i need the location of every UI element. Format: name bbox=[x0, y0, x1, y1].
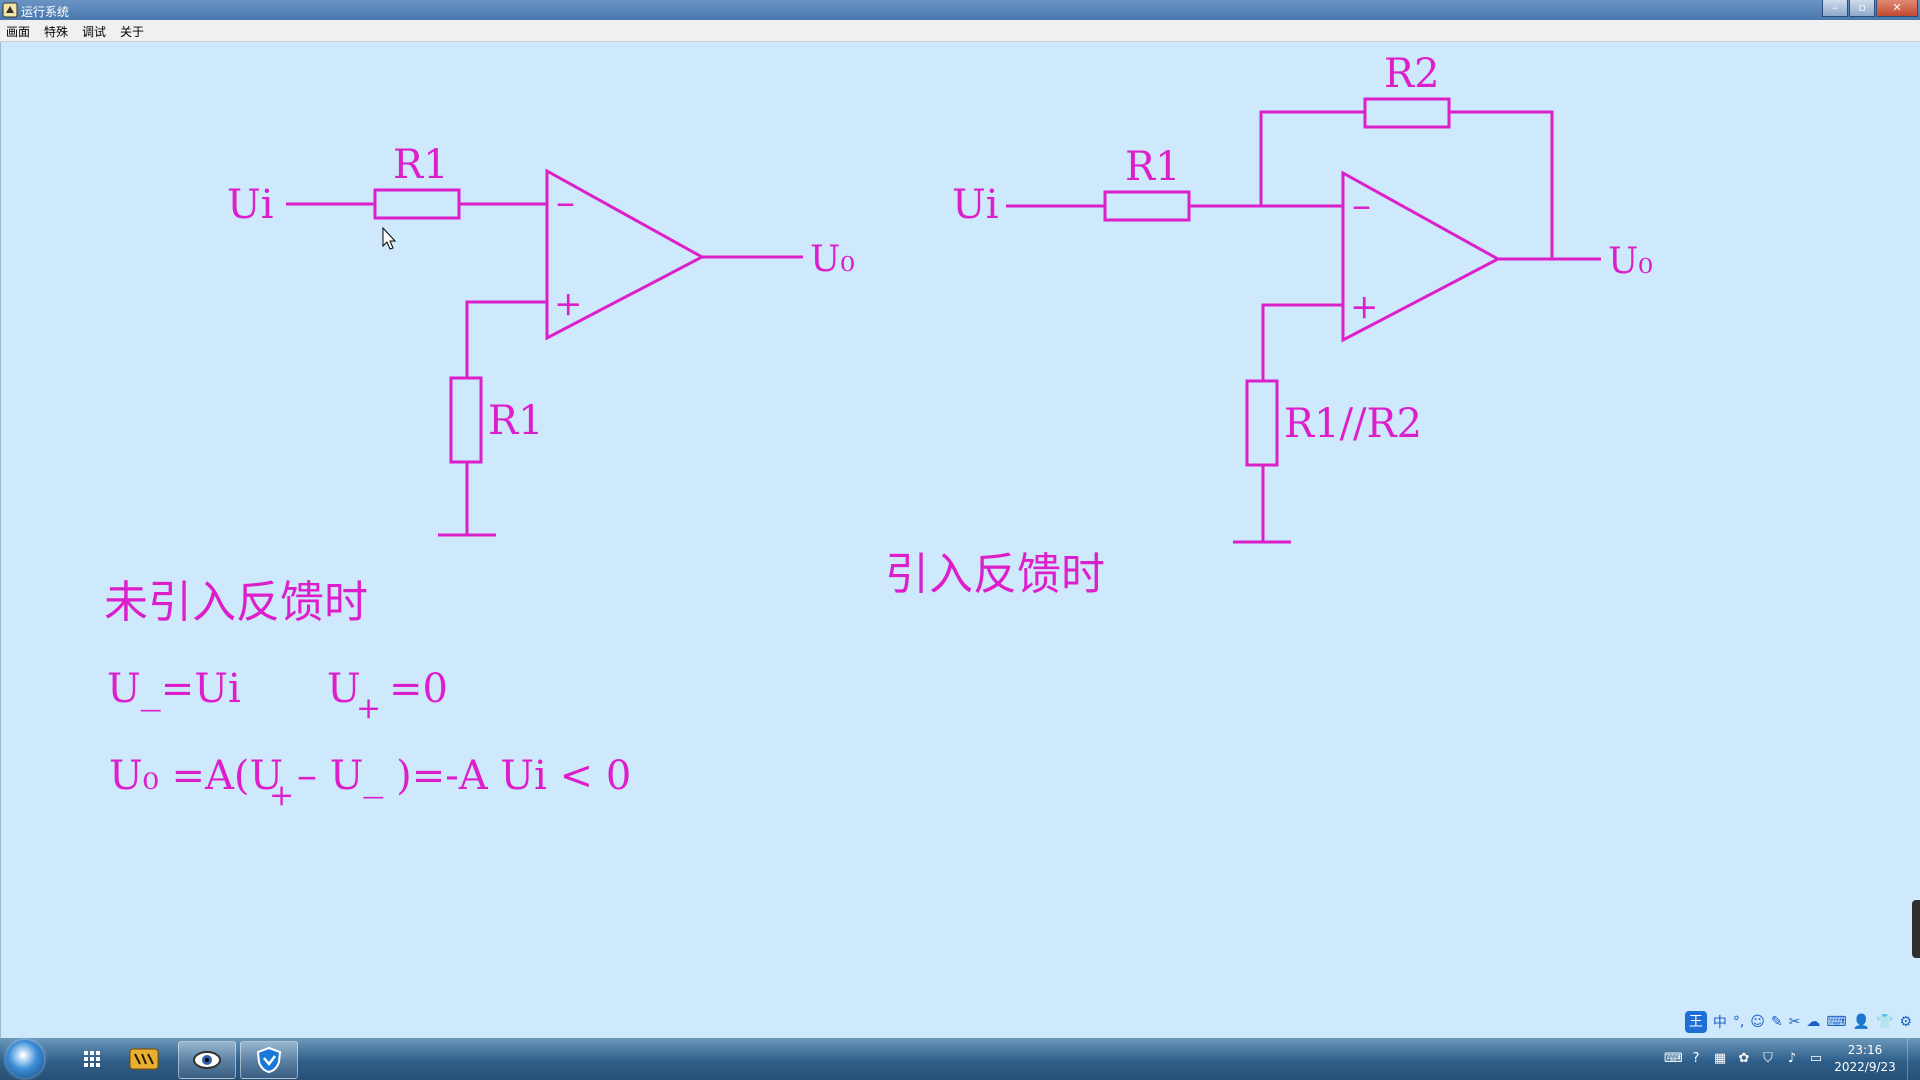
ime-chinese-mode-icon[interactable]: 中 bbox=[1712, 1015, 1727, 1031]
left-input-label: Ui bbox=[227, 182, 274, 228]
right-ground-resistor bbox=[1245, 379, 1279, 467]
left-input-resistor-label: R1 bbox=[393, 142, 449, 188]
ime-punctuation-icon[interactable]: °, bbox=[1732, 1014, 1745, 1030]
minimize-button[interactable]: – bbox=[1822, 0, 1848, 17]
left-ground-resistor bbox=[449, 376, 483, 464]
right-minus-sign: – bbox=[1352, 183, 1371, 227]
left-input-resistor bbox=[373, 188, 461, 220]
ime-wang-icon[interactable]: 王 bbox=[1684, 1011, 1707, 1033]
eye-app-icon bbox=[193, 1051, 221, 1069]
ime-settings-icon[interactable]: ⚙ bbox=[1899, 1014, 1912, 1030]
left-ground-resistor-label: R1 bbox=[488, 398, 544, 444]
tray-monitor-icon[interactable]: ▭ bbox=[1809, 1051, 1823, 1066]
tray-flower-icon[interactable]: ✿ bbox=[1738, 1051, 1750, 1066]
app-icon bbox=[2, 2, 18, 18]
right-opamp-triangle bbox=[1341, 170, 1502, 343]
no-feedback-heading: 未引入反馈时 bbox=[104, 577, 368, 628]
ime-toolbar: 王 中 °, ☺ ✎ ✂ ☁ ⌨ 👤 👕 ⚙ bbox=[1684, 1010, 1912, 1034]
left-plus-sign: + bbox=[554, 284, 583, 324]
clock-date: 2022/9/23 bbox=[1834, 1060, 1896, 1074]
right-input-resistor-label: R1 bbox=[1125, 144, 1181, 190]
taskbar-clock[interactable]: 23:16 2022/9/23 bbox=[1830, 1042, 1900, 1076]
window-controls: – ▫ ✕ bbox=[1821, 0, 1918, 18]
start-orb-icon[interactable] bbox=[6, 1040, 44, 1078]
equation-output-subscript: + bbox=[269, 778, 294, 813]
taskbar-app-tiger[interactable] bbox=[116, 1041, 172, 1077]
tray-network-icon[interactable]: ▦ bbox=[1713, 1051, 1727, 1066]
taskbar-app-shield[interactable] bbox=[240, 1041, 298, 1079]
right-feedback-resistor-label: R2 bbox=[1384, 51, 1440, 97]
right-feedback-right-wire bbox=[1449, 110, 1554, 259]
tray-volume-icon[interactable]: ♪ bbox=[1787, 1051, 1797, 1066]
equation-u-plus-subscript: + bbox=[356, 691, 381, 726]
menu-item-about[interactable]: 关于 bbox=[120, 25, 145, 39]
clock-time: 23:16 bbox=[1847, 1043, 1883, 1057]
equation-u-plus-rest: =0 bbox=[389, 666, 448, 712]
circuit-drawing: Ui R1 – + U₀ R1 Ui R1 R2 – + U₀ R1//R2 未… bbox=[104, 51, 1653, 813]
close-button[interactable]: ✕ bbox=[1876, 0, 1918, 17]
drawing-canvas: Ui R1 – + U₀ R1 Ui R1 R2 – + U₀ R1//R2 未… bbox=[0, 42, 1920, 1038]
mouse-cursor-icon bbox=[382, 226, 397, 250]
system-tray: ⌨ ? ▦ ✿ ⛉ ♪ ▭ bbox=[1664, 1038, 1920, 1080]
side-scroll-handle[interactable] bbox=[1912, 900, 1920, 958]
ime-handwrite-icon[interactable]: ✎ bbox=[1770, 1014, 1783, 1030]
equation-u-plus-main: U bbox=[327, 666, 361, 712]
taskbar-app-eye[interactable] bbox=[178, 1041, 236, 1079]
ime-skin-icon[interactable]: 👕 bbox=[1876, 1014, 1894, 1030]
show-desktop-button[interactable] bbox=[1907, 1038, 1920, 1080]
menu-item-debug[interactable]: 调试 bbox=[82, 25, 107, 39]
right-ground-resistor-label: R1//R2 bbox=[1284, 401, 1422, 447]
left-output-label: U₀ bbox=[810, 239, 855, 280]
right-input-resistor bbox=[1103, 190, 1191, 222]
right-feedback-resistor bbox=[1363, 97, 1451, 129]
tray-shield-icon[interactable]: ⛉ bbox=[1763, 1051, 1773, 1066]
ime-scissors-icon[interactable]: ✂ bbox=[1788, 1014, 1801, 1030]
shield-app-icon bbox=[256, 1046, 282, 1074]
with-feedback-heading: 引入反馈时 bbox=[885, 549, 1105, 600]
right-plus-wire bbox=[1261, 303, 1343, 381]
menu-item-screen[interactable]: 画面 bbox=[6, 25, 31, 39]
tiger-app-icon bbox=[129, 1048, 159, 1070]
tray-ime-icon[interactable]: ⌨ bbox=[1664, 1051, 1683, 1066]
right-plus-sign: + bbox=[1350, 287, 1379, 327]
equation-u-minus: U_=Ui bbox=[107, 666, 241, 712]
right-output-label: U₀ bbox=[1608, 241, 1653, 282]
tray-help-icon[interactable]: ? bbox=[1692, 1051, 1700, 1066]
grid-icon bbox=[84, 1051, 100, 1067]
left-minus-sign: – bbox=[556, 180, 575, 224]
menu-item-special[interactable]: 特殊 bbox=[44, 25, 69, 39]
ime-user-icon[interactable]: 👤 bbox=[1852, 1014, 1870, 1030]
taskbar: ⌨ ? ▦ ✿ ⛉ ♪ ▭ 23:16 2022/9/23 bbox=[0, 1038, 1920, 1080]
apps-grid-icon[interactable] bbox=[74, 1041, 110, 1077]
window-title: 运行系统 bbox=[21, 5, 70, 19]
equation-output-part2: – U_ )=-A Ui < 0 bbox=[297, 753, 631, 799]
equation-output-part1: U₀ =A(U bbox=[109, 753, 283, 799]
left-opamp-triangle bbox=[545, 168, 706, 341]
maximize-button[interactable]: ▫ bbox=[1849, 0, 1875, 17]
ime-emoji-icon[interactable]: ☺ bbox=[1750, 1014, 1765, 1030]
left-plus-wire bbox=[465, 300, 547, 378]
window-title-bar: 运行系统 – ▫ ✕ bbox=[0, 0, 1920, 20]
right-feedback-left-wire bbox=[1259, 110, 1365, 206]
ime-cloud-icon[interactable]: ☁ bbox=[1806, 1014, 1821, 1030]
right-input-label: Ui bbox=[952, 182, 999, 228]
menu-bar: 画面 特殊 调试 关于 bbox=[0, 20, 1920, 42]
ime-keyboard-icon[interactable]: ⌨ bbox=[1826, 1014, 1847, 1030]
